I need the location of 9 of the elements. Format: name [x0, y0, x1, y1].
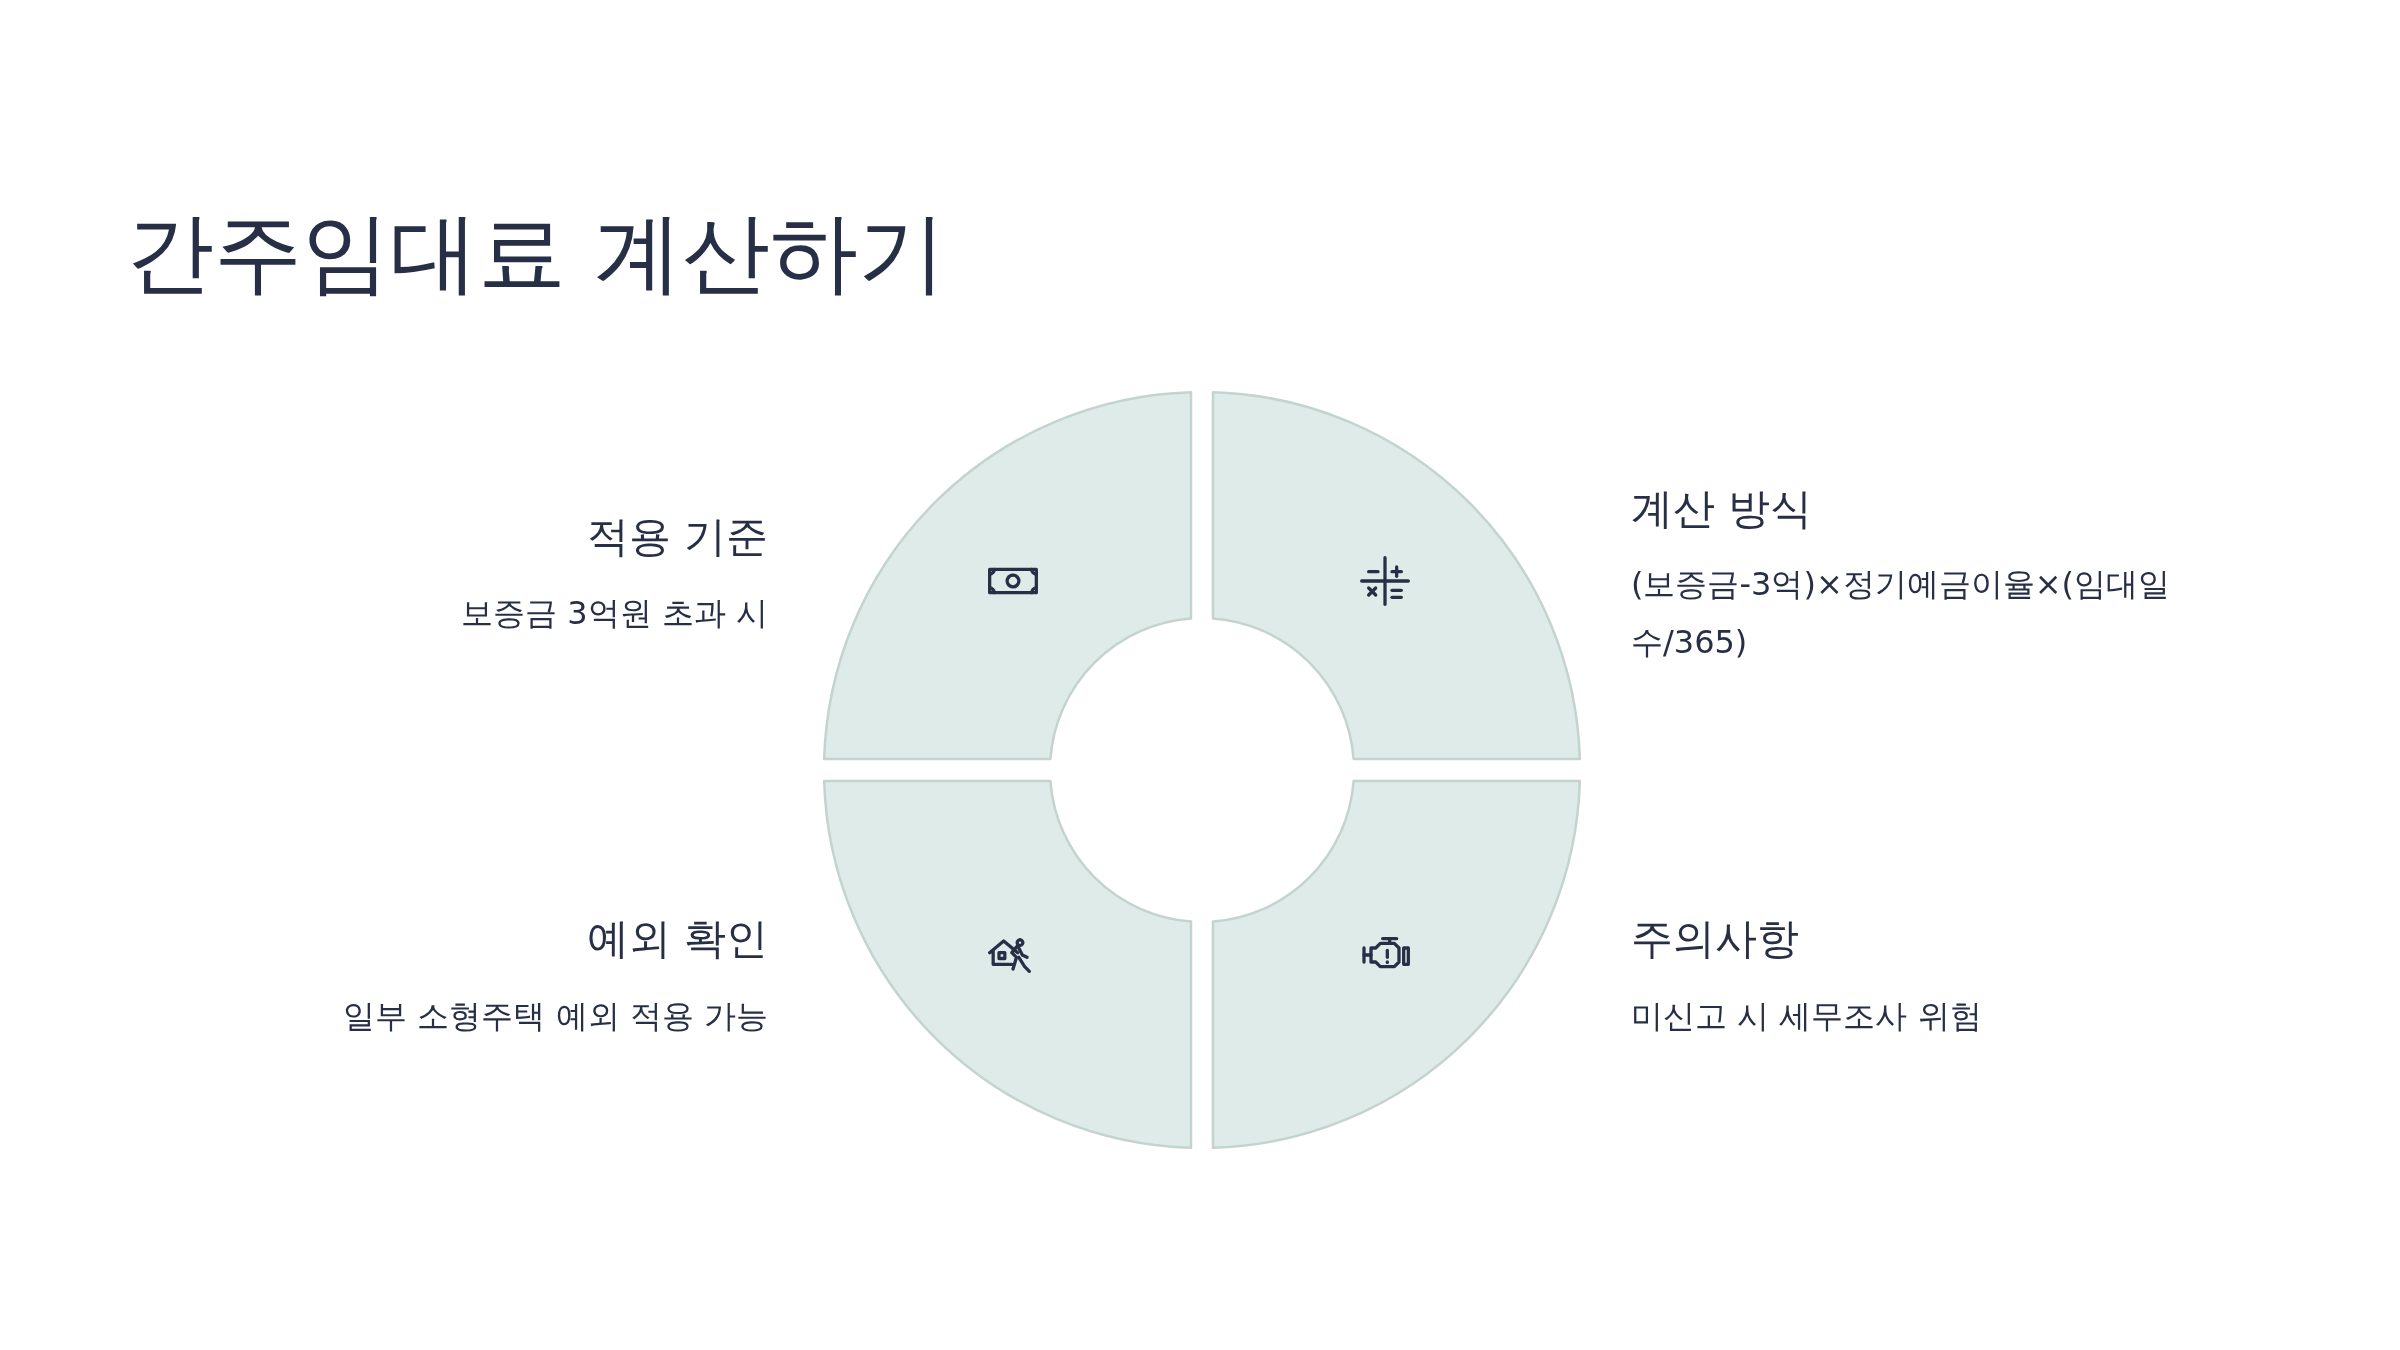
item-heading: 예외 확인 [586, 913, 768, 965]
item-heading: 적용 기준 [586, 511, 768, 563]
item-description: 일부 소형주택 예외 적용 가능 [343, 996, 768, 1037]
item-description: 보증금 3억원 초과 시 [461, 593, 768, 634]
item-description: 미신고 시 세무조사 위험 [1631, 996, 1983, 1037]
item-heading: 주의사항 [1631, 913, 1800, 965]
item-heading: 계산 방식 [1631, 483, 1814, 535]
item-description: (보증금-3억)×정기예금이율×(임대일수/365) [1631, 564, 2171, 663]
title: 간주임대료 계산하기 [126, 200, 946, 306]
